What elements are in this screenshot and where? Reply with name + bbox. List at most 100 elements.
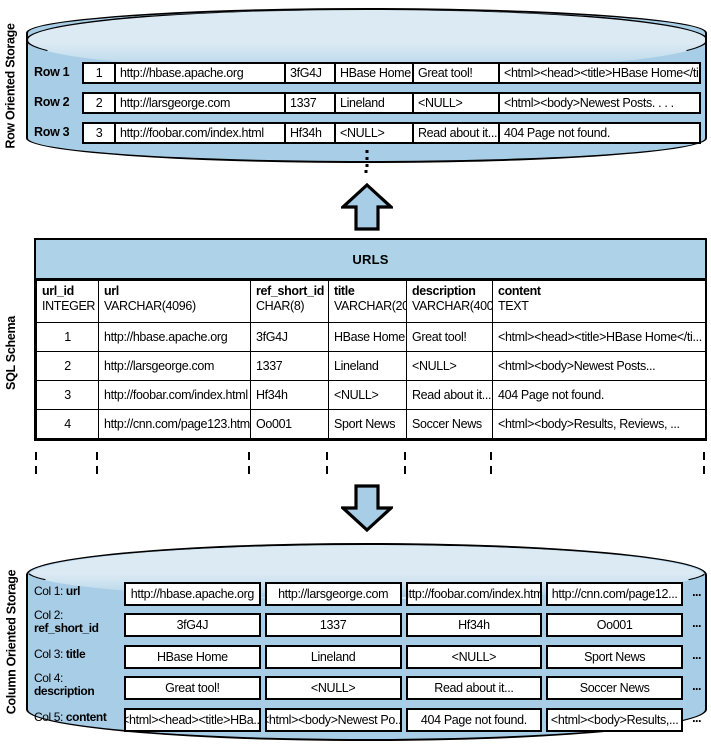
sql-header-url: url VARCHAR(4096) — [98, 280, 251, 323]
sql-cell-url-id: 3 — [36, 380, 99, 410]
col-cell: Great tool! — [124, 676, 261, 700]
table-row: 3 http://foobar.com/index.html Hf34h <NU… — [82, 122, 701, 144]
table-row: 3 http://foobar.com/index.html Hf34h <NU… — [36, 380, 706, 410]
sql-cell-ref-short-id: 1337 — [250, 351, 329, 381]
sql-schema-table: URLS url_id INTEGER PK url VARCHAR(4096)… — [34, 238, 707, 441]
sql-header-description: description VARCHAR(400) — [406, 280, 493, 323]
sql-col-name: description — [412, 284, 476, 298]
row-label-3: Row 3 — [34, 125, 70, 139]
sql-cell-url: http://foobar.com/index.html — [98, 380, 251, 410]
column-oriented-storage-cylinder: Col 1: url http://hbase.apache.org http:… — [26, 543, 707, 741]
sql-cell-ref-short-id: Hf34h — [250, 380, 329, 410]
col-row-ellipsis: ... — [692, 679, 701, 693]
sql-cell-title: Sport News — [328, 409, 407, 439]
cylinder-clip — [28, 10, 705, 161]
row-cell-url-id: 2 — [82, 92, 116, 114]
col-cell: <NULL> — [405, 645, 543, 669]
row-cell-content: 404 Page not found. — [498, 122, 701, 144]
sql-col-type: TEXT — [498, 299, 529, 313]
col-prefix: Col 4: — [34, 671, 63, 685]
column-strip-url: http://hbase.apache.org http://larsgeorg… — [124, 582, 683, 606]
row-cell-content: <html><body>Newest Posts. . . . — [498, 92, 701, 114]
sql-cell-content: <html><body>Results, Reviews, ... — [492, 409, 706, 439]
sql-cell-content: <html><head><title>HBase Home</ti... — [492, 322, 706, 352]
sql-col-name: content — [498, 284, 541, 298]
column-strip-content: <html><head><title>HBa... <html><body>Ne… — [124, 708, 683, 732]
col-cell: <html><body>Results,... — [546, 708, 683, 732]
table-row: 4 http://cnn.com/page123.html Oo001 Spor… — [36, 409, 706, 439]
column-continuation-dash — [248, 452, 250, 478]
col-cell: http://hbase.apache.org — [124, 582, 261, 606]
cylinder-top-ellipse — [28, 10, 705, 72]
sql-header-title: title VARCHAR(200) — [328, 280, 407, 323]
sql-cell-content: <html><body>Newest Posts... — [492, 351, 706, 381]
sql-table-name: URLS — [36, 240, 705, 280]
column-continuation-dash — [96, 452, 98, 478]
col-label-url: Col 1: url — [34, 585, 122, 598]
col-cell: <html><head><title>HBa... — [124, 708, 261, 732]
col-name: description — [34, 684, 95, 698]
col-cell: http://larsgeorge.com — [264, 582, 402, 606]
label-row-oriented-storage: Row Oriented Storage — [4, 22, 18, 149]
row-cell-ref-short-id: Hf34h — [284, 122, 336, 144]
sql-col-name: ref_short_id — [256, 284, 325, 298]
sql-col-name: url_id — [42, 284, 74, 298]
col-cell: <html><body>Newest Po... — [264, 708, 402, 732]
row-cell-ref-short-id: 3fG4J — [284, 62, 336, 84]
sql-cell-description: <NULL> — [406, 351, 493, 381]
sql-col-type: VARCHAR(200) — [334, 299, 406, 313]
col-cell: Oo001 — [546, 613, 683, 637]
row-label-1: Row 1 — [34, 65, 70, 79]
column-continuation-dash — [326, 452, 328, 478]
sql-cell-description: Read about it... — [406, 380, 493, 410]
col-name: ref_short_id — [34, 621, 99, 635]
col-cell: Sport News — [546, 645, 683, 669]
sql-cell-url: http://larsgeorge.com — [98, 351, 251, 381]
col-cell: Hf34h — [405, 613, 543, 637]
row-cell-description: Great tool! — [412, 62, 500, 84]
sql-cell-description: Soccer News — [406, 409, 493, 439]
row-cell-content: <html><head><title>HBase Home</ti... — [498, 62, 701, 84]
row-cell-title: HBase Home — [334, 62, 414, 84]
column-strip-description: Great tool! <NULL> Read about it... Socc… — [124, 676, 683, 700]
row-label-2: Row 2 — [34, 95, 70, 109]
col-cell: 3fG4J — [124, 613, 261, 637]
sql-col-type: CHAR(8) — [256, 299, 305, 313]
col-cell: Read about it... — [405, 676, 543, 700]
sql-header-content: content TEXT — [492, 280, 706, 323]
row-cell-title: <NULL> — [334, 122, 414, 144]
row-cell-description: <NULL> — [412, 92, 500, 114]
sql-cell-description: Great tool! — [406, 322, 493, 352]
col-label-title: Col 3: title — [34, 648, 122, 661]
column-continuation-dash — [703, 452, 705, 478]
row-cell-url: http://larsgeorge.com — [114, 92, 286, 114]
col-row-ellipsis: ... — [692, 585, 701, 599]
table-row: 1 http://hbase.apache.org 3fG4J HBase Ho… — [82, 62, 701, 84]
row-cell-ref-short-id: 1337 — [284, 92, 336, 114]
table-row: 2 http://larsgeorge.com 1337 Lineland <N… — [36, 351, 706, 381]
sql-header-url-id: url_id INTEGER PK — [36, 280, 99, 323]
row-cell-url: http://hbase.apache.org — [114, 62, 286, 84]
row-cell-description: Read about it... — [412, 122, 500, 144]
sql-cell-title: <NULL> — [328, 380, 407, 410]
column-continuation-dash — [404, 452, 406, 478]
sql-cell-content: 404 Page not found. — [492, 380, 706, 410]
col-name: url — [65, 584, 81, 598]
sql-cell-ref-short-id: 3fG4J — [250, 322, 329, 352]
column-continuation-dash — [490, 452, 492, 478]
row-oriented-storage-cylinder: Row 1 Row 2 Row 3 1 http://hbase.apache.… — [26, 8, 707, 167]
col-cell: <NULL> — [264, 676, 402, 700]
col-label-ref-short-id: Col 2: ref_short_id — [34, 609, 122, 635]
col-cell: HBase Home — [124, 645, 261, 669]
col-prefix: Col 3: — [34, 647, 63, 661]
sql-table-grid: url_id INTEGER PK url VARCHAR(4096) ref_… — [36, 280, 706, 439]
col-row-ellipsis: ... — [692, 616, 701, 630]
col-prefix: Col 1: — [34, 584, 63, 598]
col-prefix: Col 2: — [34, 608, 63, 622]
sql-col-name: title — [334, 284, 355, 298]
col-prefix: Col 5: — [34, 710, 63, 724]
col-cell: http://cnn.com/page12... — [546, 582, 683, 606]
col-name: title — [65, 647, 86, 661]
col-cell: Soccer News — [546, 676, 683, 700]
sql-col-name: url — [104, 284, 119, 298]
